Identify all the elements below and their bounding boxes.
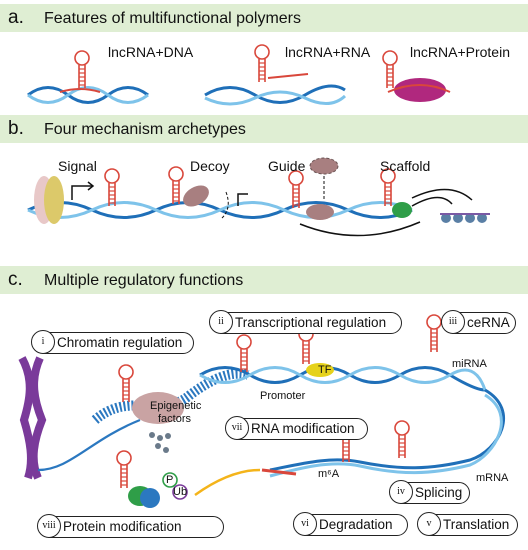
function-transcriptional-regulation: ii Transcriptional regulation: [209, 310, 402, 334]
lncrna-protein-label: lncRNA+Protein: [410, 44, 510, 60]
tf-label: TF: [318, 364, 332, 376]
m6a-label: m⁶A: [318, 468, 340, 480]
decoy-mechanism: [168, 166, 248, 219]
panel-b-title: Four mechanism archetypes: [44, 121, 246, 138]
function-number: i: [31, 330, 55, 354]
lncrna-dna-feature: [27, 50, 149, 104]
scaffold-label: Scaffold: [380, 158, 431, 174]
mrna-strand: [269, 388, 506, 478]
ubiquitin-label: Ub: [173, 486, 188, 498]
lncrna-dna-label: lncRNA+DNA: [108, 44, 194, 60]
function-label: Degradation: [319, 517, 393, 532]
lncrna-protein-feature: [382, 50, 451, 102]
panel-a-letter: a.: [8, 7, 24, 28]
mrna-label: mRNA: [476, 472, 509, 484]
panel-b-header: b. Four mechanism archetypes: [0, 115, 528, 143]
promoter-label: Promoter: [260, 390, 306, 402]
factors-label: factors: [158, 413, 192, 425]
panel-b-dna: [27, 201, 413, 219]
function-number: viii: [37, 514, 61, 538]
function-label: ceRNA: [467, 315, 510, 330]
function-protein-modification: viii Protein modification: [37, 514, 224, 538]
function-label: Transcriptional regulation: [235, 315, 387, 330]
panel-b-letter: b.: [8, 118, 24, 139]
decoy-label: Decoy: [190, 158, 230, 174]
mirna-label: miRNA: [452, 358, 487, 370]
lncrna-rna-label: lncRNA+RNA: [285, 44, 371, 60]
function-number: vii: [225, 416, 249, 440]
function-label: RNA modification: [251, 421, 355, 436]
function-label: Translation: [443, 517, 510, 532]
function-translation: v Translation: [417, 512, 518, 536]
guide-mechanism: [288, 157, 339, 220]
guide-label: Guide: [268, 158, 306, 174]
lncrna-rna-feature: [204, 44, 347, 106]
function-number: iv: [389, 480, 413, 504]
function-degradation: vi Degradation: [293, 512, 408, 536]
function-number: ii: [209, 310, 233, 334]
dna-helix-c: [199, 314, 487, 392]
protein-modification-complex: [116, 450, 297, 508]
function-number: v: [417, 512, 441, 536]
function-number: vi: [293, 512, 317, 536]
function-chromatin-regulation: i Chromatin regulation: [31, 330, 194, 354]
function-label: Chromatin regulation: [57, 335, 183, 350]
chromatin-fiber: [91, 364, 250, 453]
panel-c-letter: c.: [8, 269, 23, 290]
panel-c-header: c. Multiple regulatory functions: [0, 266, 528, 294]
epigenetic-label: Epigenetic: [150, 400, 202, 412]
chromosome: [18, 356, 141, 480]
scaffold-mechanism: [299, 168, 490, 237]
function-label: Splicing: [415, 485, 463, 500]
function-splicing: iv Splicing: [389, 480, 470, 504]
function-label: Protein modification: [63, 519, 182, 534]
panel-a-header: a. Features of multifunctional polymers: [0, 4, 528, 32]
signal-mechanism: [34, 168, 120, 224]
function-rna-modification: vii RNA modification: [225, 416, 368, 440]
panel-a-title: Features of multifunctional polymers: [44, 10, 301, 27]
panel-c-title: Multiple regulatory functions: [44, 272, 244, 289]
phospho-label: P: [166, 474, 174, 486]
function-number: iii: [441, 310, 465, 334]
signal-label: Signal: [58, 158, 97, 174]
function-cerna: iii ceRNA: [441, 310, 516, 334]
